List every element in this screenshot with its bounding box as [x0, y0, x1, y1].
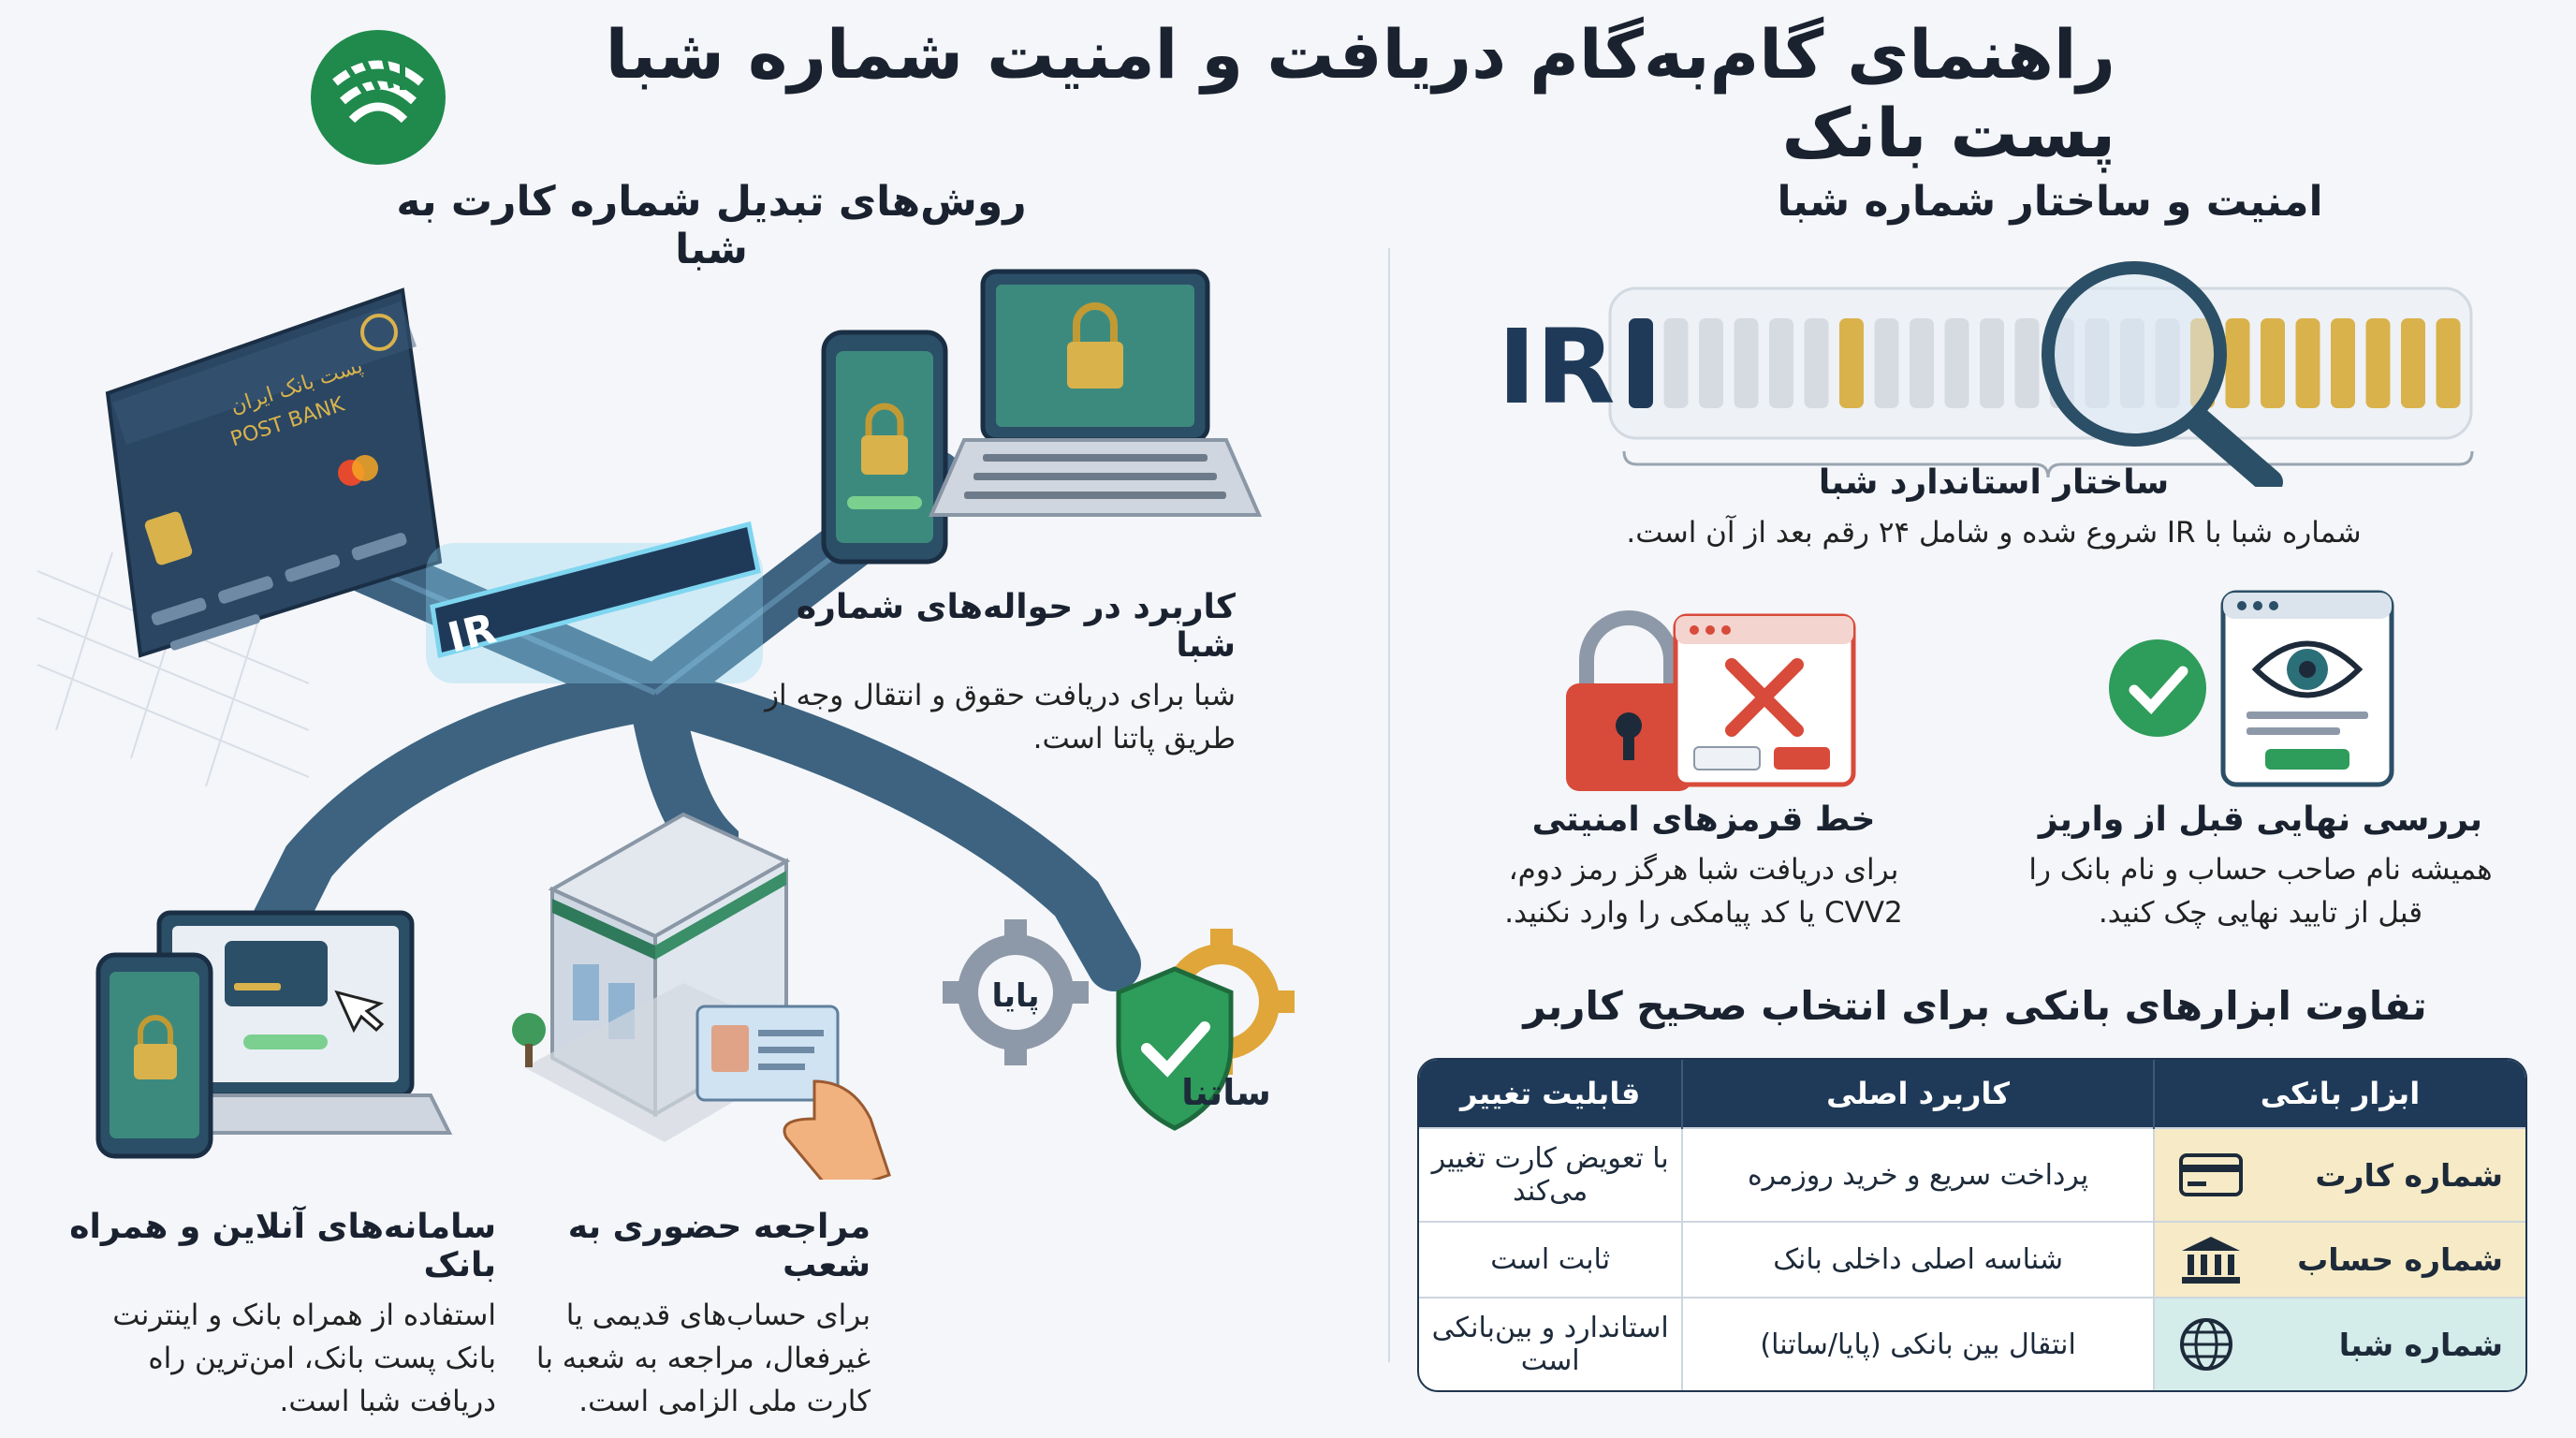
paya-label: پایا: [991, 977, 1039, 1015]
security-red-lines-text: برای دریافت شبا هرگز رمز دوم، CVV2 یا کد…: [1504, 853, 1903, 930]
method-branch-text: برای حساب‌های قدیمی یا غیرفعال، مراجعه ب…: [535, 1299, 871, 1418]
table-cell-change: ثابت است: [1419, 1221, 1683, 1299]
method-online: سامانه‌های آنلاین و همراه بانک استفاده ا…: [56, 1208, 496, 1423]
iban-connector-icon: IR: [426, 521, 763, 683]
iban-digit-bar: [2365, 318, 2391, 408]
iban-digit-bar: [2401, 318, 2425, 408]
table-cell-tool: شماره حساب: [2152, 1221, 2525, 1299]
page-title: راهنمای گام‌به‌گام دریافت و امنیت شماره …: [605, 15, 2115, 172]
method-transfers-text: شبا برای دریافت حقوق و انتقال وجه از طری…: [765, 679, 1236, 756]
method-branch-title: مراجعه حضوری به شعب: [567, 1208, 871, 1284]
magnifier-icon: [2042, 261, 2283, 487]
post-bank-card-icon: پست بانک ایران POST BANK: [105, 287, 443, 658]
table-row: شماره شبا انتقال بین بانکی (پایا/ساتنا) …: [1419, 1297, 2525, 1390]
online-banking-laptop-icon: [95, 910, 453, 1159]
iban-digit-bar: [1910, 318, 1934, 408]
security-lock-window-icon: [1566, 610, 1856, 791]
iban-digit-bar: [1629, 318, 1653, 408]
iban-digit-bar: [2014, 318, 2040, 408]
credit-card-icon: [2178, 1153, 2243, 1197]
iban-digit-bar: [2436, 318, 2461, 408]
right-section-title: امنیت و ساختار شماره شبا: [1777, 178, 2323, 226]
iban-digit-bar: [2331, 318, 2355, 408]
final-check: بررسی نهایی قبل از واریز همیشه نام صاحب …: [2022, 800, 2499, 934]
comparison-table: ابزار بانکی کاربرد اصلی قابلیت تغییر شما…: [1417, 1058, 2527, 1392]
iban-digit-bar: [1663, 318, 1689, 408]
table-cell-tool: شماره کارت: [2152, 1126, 2525, 1223]
table-row: شماره حساب شناسه اصلی داخلی بانک ثابت اس…: [1419, 1221, 2525, 1299]
security-red-lines: خط قرمزهای امنیتی برای دریافت شبا هرگز ر…: [1470, 800, 1938, 934]
method-transfers: کاربرد در حواله‌های شماره شبا شبا برای د…: [749, 588, 1236, 760]
table-cell-change: استاندارد و بین‌بانکی است: [1419, 1297, 1683, 1390]
method-branch: مراجعه حضوری به شعب برای حساب‌های قدیمی …: [524, 1208, 871, 1423]
conversion-illustration: پست بانک ایران POST BANK IR: [37, 269, 1295, 1180]
comparison-table-title: تفاوت ابزارهای بانکی برای انتخاب صحیح کا…: [1523, 983, 2427, 1029]
iban-digit-bar: [1839, 318, 1864, 408]
globe-icon: [2179, 1318, 2232, 1372]
iban-digit-bar: [1980, 318, 2004, 408]
iban-digit-bar: [1769, 318, 1793, 408]
header-tool: ابزار بانکی: [2152, 1060, 2525, 1128]
iban-digit-bar: [2225, 318, 2250, 408]
header-change: قابلیت تغییر: [1419, 1060, 1683, 1128]
left-section-title: روش‌های تبدیل شماره کارت به شبا: [396, 178, 1027, 273]
iban-digit-bar: [1699, 318, 1723, 408]
final-check-text: همیشه نام صاحب حساب و نام بانک را قبل از…: [2028, 853, 2493, 930]
iban-digit-bar: [1874, 318, 1899, 408]
iban-digit-bar: [1734, 318, 1759, 408]
final-check-title: بررسی نهایی قبل از واریز: [2038, 800, 2483, 839]
final-check-eye-icon: [2109, 590, 2394, 787]
iban-ir-prefix: IR: [1498, 307, 1616, 427]
method-online-title: سامانه‌های آنلاین و همراه بانک: [69, 1208, 496, 1284]
connector-ir-text: IR: [444, 605, 501, 663]
table-row: شماره کارت پرداخت سریع و خرید روزمره با …: [1419, 1126, 2525, 1223]
table-cell-change: با تعویض کارت تغییر می‌کند: [1419, 1126, 1683, 1223]
bank-branch-icon: [512, 812, 891, 1180]
satna-label: ساتنا: [1181, 1072, 1271, 1113]
iban-digit-bar: [2261, 318, 2285, 408]
table-cell-tool: شماره شبا: [2152, 1297, 2525, 1390]
iban-digit-bar: [1804, 318, 1829, 408]
header-use: کاربرد اصلی: [1681, 1060, 2154, 1128]
phone-laptop-lock-icon: [821, 269, 1263, 565]
section-divider: [1388, 248, 1390, 1362]
post-bank-logo: [309, 28, 447, 167]
table-cell-use: انتقال بین بانکی (پایا/ساتنا): [1681, 1297, 2154, 1390]
table-cell-use: شناسه اصلی داخلی بانک: [1681, 1221, 2154, 1299]
iban-structure-title: ساختار استاندارد شبا: [1818, 463, 2170, 502]
table-cell-use: پرداخت سریع و خرید روزمره: [1681, 1126, 2154, 1223]
iban-structure-illustration: IR: [1498, 261, 2474, 487]
iban-digit-bar: [2295, 318, 2320, 408]
paya-satna-gears-icon: پایا ساتنا: [943, 919, 1295, 1131]
method-transfers-title: کاربرد در حواله‌های شماره شبا: [796, 588, 1236, 665]
security-red-lines-title: خط قرمزهای امنیتی: [1531, 800, 1876, 839]
iban-structure: ساختار استاندارد شبا شماره شبا با IR شرو…: [1591, 463, 2396, 554]
iban-structure-text: شماره شبا با IR شروع شده و شامل ۲۴ رقم ب…: [1626, 516, 2362, 550]
method-online-text: استفاده از همراه بانک و اینترنت بانک پست…: [112, 1299, 496, 1418]
bank-building-icon: [2181, 1236, 2240, 1284]
iban-digit-bar: [1944, 318, 1969, 408]
